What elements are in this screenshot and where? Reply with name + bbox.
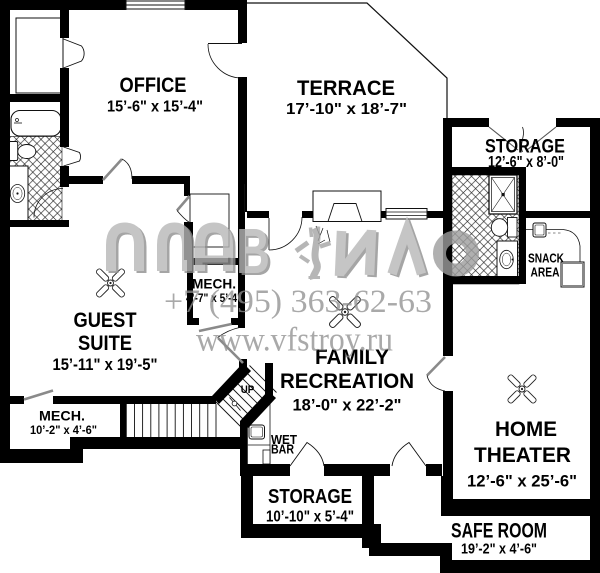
- svg-text:В: В: [236, 215, 270, 287]
- svg-text:12’-6" x 25’-6": 12’-6" x 25’-6": [467, 472, 577, 491]
- svg-text:STORAGE: STORAGE: [485, 137, 565, 158]
- svg-text:OFFICE: OFFICE: [120, 74, 187, 97]
- svg-text:10’-10" x 5’-4": 10’-10" x 5’-4": [266, 509, 354, 526]
- svg-text:BAR: BAR: [271, 443, 294, 457]
- svg-text:10’-2" x 4’-6": 10’-2" x 4’-6": [30, 425, 97, 437]
- svg-text:+7 (495) 363-62-63: +7 (495) 363-62-63: [164, 284, 432, 320]
- svg-text:12’-6" x 8’-0": 12’-6" x 8’-0": [488, 154, 564, 171]
- svg-text:17’-10" x 18’-7": 17’-10" x 18’-7": [286, 101, 407, 118]
- svg-text:TERRACE: TERRACE: [297, 77, 395, 100]
- svg-text:MECH.: MECH.: [192, 276, 236, 292]
- svg-text:SUITE: SUITE: [78, 332, 132, 355]
- svg-text:4’-7" x 5’-4": 4’-7" x 5’-4": [186, 293, 242, 305]
- svg-text:18’-0" x 22’-2": 18’-0" x 22’-2": [293, 396, 402, 415]
- svg-text:GUEST: GUEST: [74, 309, 137, 332]
- svg-text:SNACK: SNACK: [528, 252, 564, 266]
- svg-text:19’-2" x 4’-6": 19’-2" x 4’-6": [461, 541, 537, 558]
- svg-text:AREA: AREA: [531, 266, 560, 280]
- svg-text:MECH.: MECH.: [39, 408, 85, 424]
- svg-text:FAMILY: FAMILY: [315, 346, 389, 369]
- svg-text:15’-6" x 15’-4": 15’-6" x 15’-4": [107, 99, 203, 116]
- svg-text:THEATER: THEATER: [474, 444, 571, 467]
- svg-text:UP: UP: [241, 384, 255, 396]
- svg-text:www.vfstroy.ru: www.vfstroy.ru: [196, 322, 393, 359]
- svg-text:WET: WET: [271, 433, 297, 447]
- svg-text:SAFE ROOM: SAFE ROOM: [451, 520, 547, 543]
- svg-text:15’-11" x 19’-5": 15’-11" x 19’-5": [53, 355, 158, 374]
- svg-text:В: В: [239, 217, 273, 289]
- svg-text:RECREATION: RECREATION: [280, 370, 414, 393]
- svg-text:HOME: HOME: [495, 418, 557, 441]
- svg-text:STORAGE: STORAGE: [268, 486, 352, 508]
